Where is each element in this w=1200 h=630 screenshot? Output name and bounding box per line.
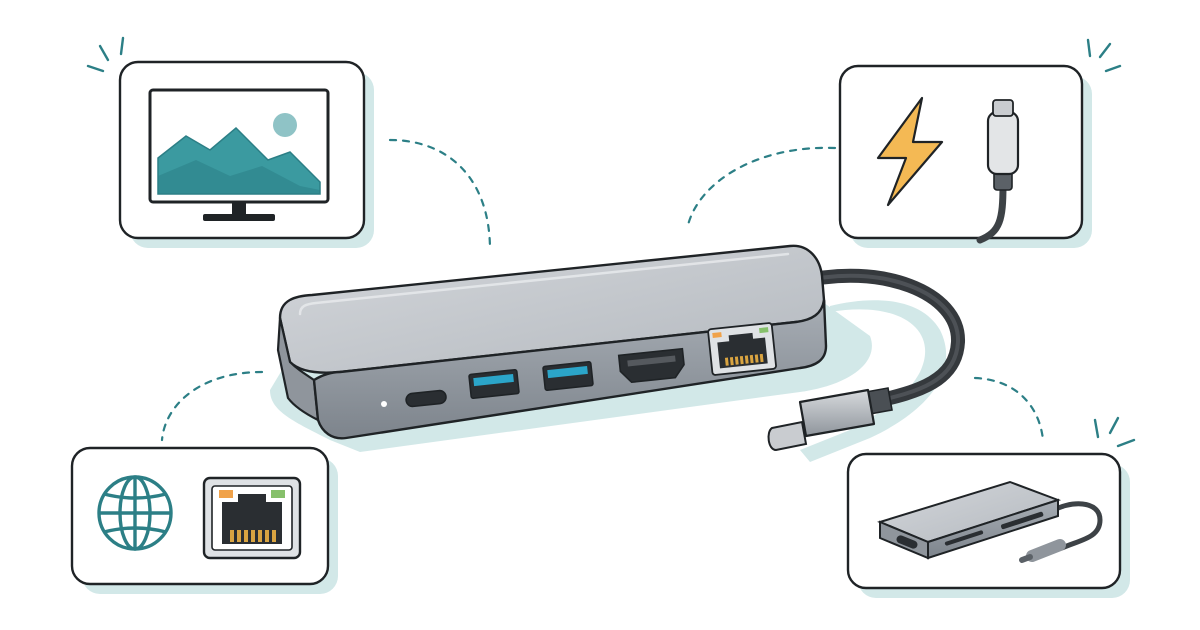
card-network — [70, 446, 338, 594]
sparkle-icon — [86, 36, 125, 73]
usb-a-port — [468, 368, 520, 400]
usb-c-plug — [767, 387, 893, 452]
card-slot — [1000, 511, 1044, 530]
sparkle-icon — [1093, 416, 1136, 448]
ethernet-contacts — [230, 530, 276, 542]
connector-display — [388, 138, 492, 252]
connector-lines — [160, 138, 1045, 442]
sparkle-icon — [1086, 38, 1122, 73]
sun-icon — [273, 113, 297, 137]
connector-power — [686, 146, 837, 227]
ethernet-port — [707, 322, 777, 376]
card-slot — [944, 530, 984, 546]
usb-c-port — [405, 389, 447, 408]
monitor-icon — [148, 88, 330, 221]
connector-network — [160, 370, 264, 442]
cable-shadow — [800, 300, 947, 462]
link-led-amber — [219, 490, 233, 498]
usb-c-port — [896, 535, 918, 549]
hdmi-port — [617, 347, 685, 384]
usb-a-port — [542, 360, 594, 392]
usb-c-cable-icon — [976, 99, 1020, 244]
connector-portable — [973, 376, 1045, 442]
sparkle-marks — [86, 36, 1136, 448]
ethernet-port-icon — [202, 476, 302, 560]
link-led-green — [271, 490, 285, 498]
usb-c-hub — [270, 244, 966, 462]
lightning-bolt-icon — [876, 96, 944, 207]
card-portable — [846, 452, 1130, 598]
card-power — [838, 64, 1092, 248]
card-display — [118, 60, 374, 248]
status-led — [381, 401, 387, 407]
globe-icon — [97, 475, 173, 551]
mini-hub-icon — [877, 480, 1103, 563]
landscape-image-icon — [157, 113, 321, 195]
